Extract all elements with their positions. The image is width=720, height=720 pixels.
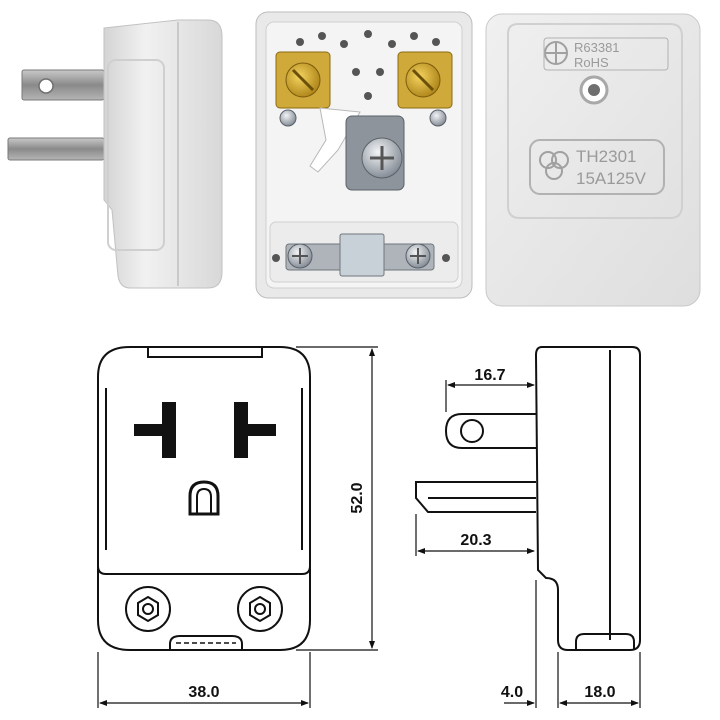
drawing-front-view [97,346,311,651]
ground-terminal [309,107,405,191]
dim-base-step-label: 4.0 [501,684,523,701]
blade-drawing-upper [444,413,536,449]
certification-logo [544,41,568,65]
dim-blade-length: 20.3 [415,514,535,556]
ground-hole [188,480,220,516]
dim-side-depth-label: 18.0 [584,684,615,701]
socket-slots [134,402,276,458]
photo-side-view [7,19,223,289]
brass-terminal-right [397,51,453,109]
dim-base-step: 4.0 [501,580,559,708]
model-number: TH2301 [576,147,636,166]
dim-side-depth: 18.0 [559,652,641,708]
dim-height: 52.0 [296,346,378,651]
cert-code: R63381 [574,40,620,55]
dim-front-width-label: 38.0 [188,684,219,701]
dim-front-width: 38.0 [97,652,311,708]
manufacturer-logo [539,151,569,180]
back-cover [485,13,701,307]
dim-blade-length-label: 20.3 [460,532,491,549]
dim-height-label: 52.0 [349,482,366,513]
cord-clamp [269,221,459,283]
drawing-side-view [415,346,641,651]
photo-interior [255,11,473,299]
rating-text: 15A125V [576,169,647,188]
dim-blade-offset-label: 16.7 [474,367,505,384]
plug-blades [7,69,105,161]
rohs-mark: RoHS [574,55,609,70]
photo-back-cover: R63381 RoHS TH2301 15A125V [485,13,701,307]
dim-blade-offset: 16.7 [445,367,535,412]
blade-drawing-lower [415,481,536,513]
brass-terminal-left [275,51,331,109]
hex-nut-right [237,586,283,632]
hex-nut-left [125,586,171,632]
